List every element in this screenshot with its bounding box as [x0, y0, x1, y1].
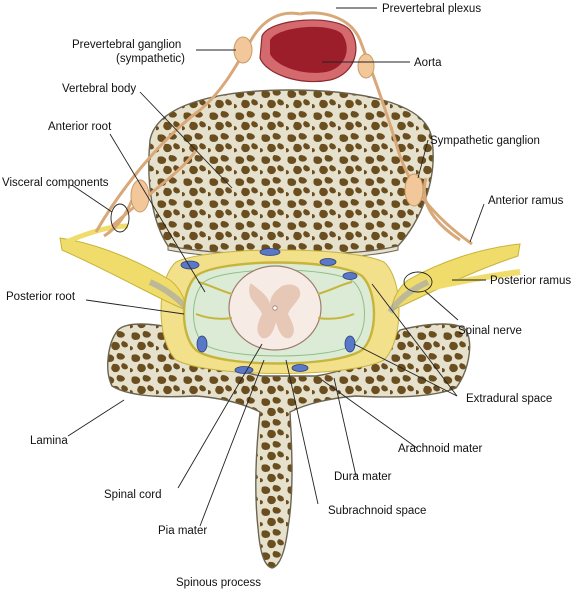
label-spinal-cord: Spinal cord: [104, 489, 162, 501]
label-arachnoid-mater: Arachnoid mater: [398, 443, 483, 455]
label-pia-mater: Pia mater: [158, 525, 207, 537]
label-lamina: Lamina: [30, 435, 68, 447]
label-prevertebral-ganglion-sub: (sympathetic): [116, 53, 185, 65]
label-dura-mater: Dura mater: [334, 471, 392, 483]
label-posterior-ramus: Posterior ramus: [490, 275, 571, 287]
sympathetic-trunk: [94, 11, 473, 246]
right-spinal-nerve: [387, 243, 521, 314]
label-extradural-space: Extradural space: [466, 393, 552, 405]
label-visceral-components: Visceral components: [2, 177, 109, 189]
label-posterior-root: Posterior root: [6, 291, 76, 303]
label-spinal-nerve: Spinal nerve: [458, 325, 522, 337]
label-sympathetic-ganglion: Sympathetic ganglion: [430, 135, 540, 147]
label-spinous-process: Spinous process: [176, 577, 261, 589]
label-subrachnoid-space: Subrachnoid space: [328, 505, 426, 517]
spinal-cord: [195, 265, 355, 351]
extradural-vessels: [180, 248, 358, 374]
label-prevertebral-ganglion: Prevertebral ganglion: [72, 39, 181, 51]
labels: Prevertebral plexus Prevertebral ganglio…: [2, 3, 571, 589]
aorta: [259, 19, 357, 83]
leader-lines: [67, 7, 486, 527]
label-anterior-ramus: Anterior ramus: [488, 195, 564, 207]
vertebral-arch: [107, 323, 471, 569]
label-aorta: Aorta: [414, 57, 442, 69]
sympathetic-ganglion: [130, 173, 424, 213]
label-anterior-root: Anterior root: [48, 121, 112, 133]
label-vertebral-body: Vertebral body: [62, 83, 136, 95]
label-prevertebral-plexus: Prevertebral plexus: [382, 3, 481, 15]
prevertebral-ganglion: [233, 36, 375, 79]
